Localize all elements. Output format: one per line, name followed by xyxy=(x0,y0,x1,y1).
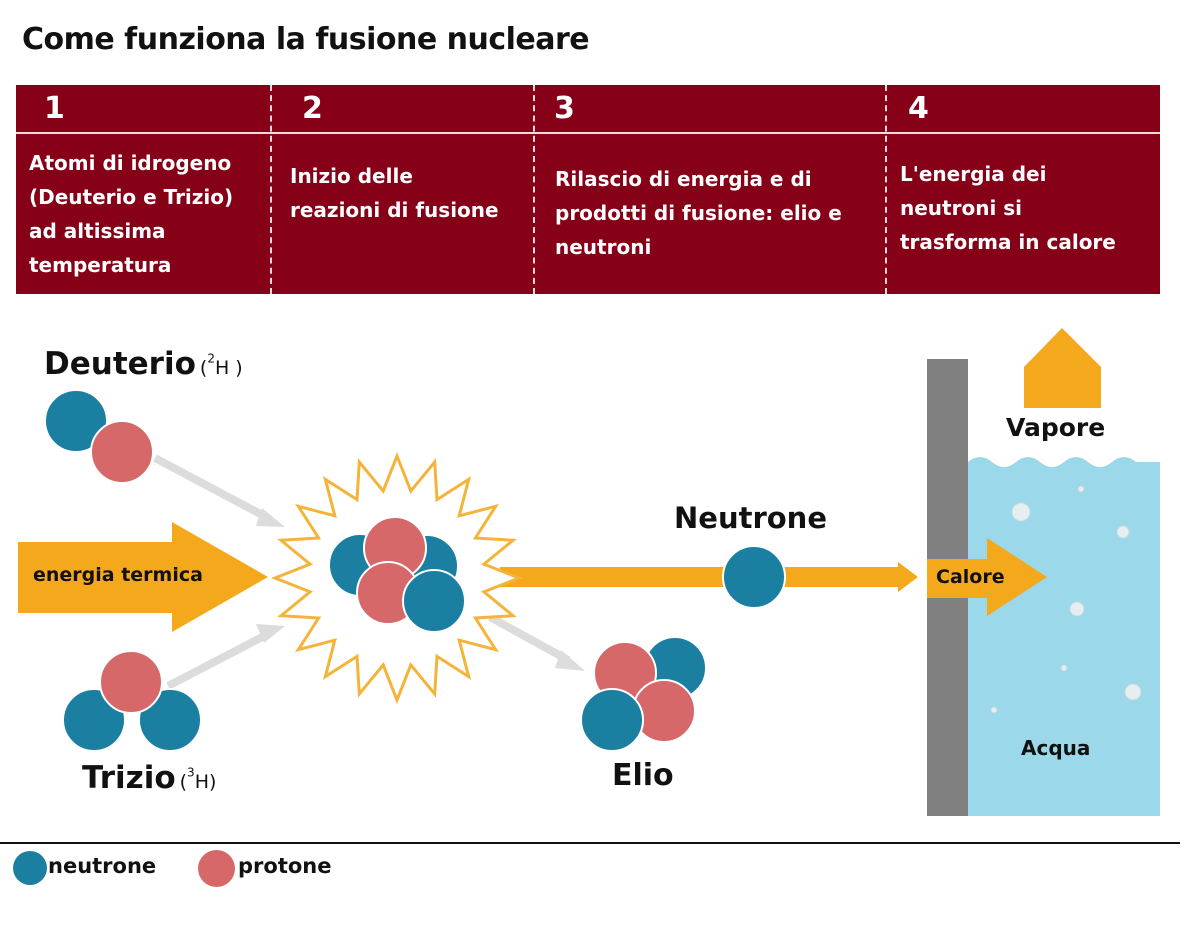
step-text-line: prodotti di fusione: elio e xyxy=(555,201,842,225)
neutron-label: Neutrone xyxy=(674,501,827,535)
helium-label: Elio xyxy=(612,758,674,793)
helium-arrowhead xyxy=(555,650,585,671)
fusion-neutron xyxy=(402,569,466,633)
step-text-line: Inizio delle xyxy=(290,164,413,188)
free-neutron xyxy=(722,545,786,609)
bubble xyxy=(1069,601,1085,617)
symbol-paren: ( xyxy=(199,357,208,379)
water-bubbles xyxy=(990,485,1142,714)
step-divider xyxy=(533,85,535,294)
bubble xyxy=(1077,485,1085,493)
step-text-line: trasforma in calore xyxy=(900,230,1116,254)
tritium-element: H xyxy=(194,771,209,793)
steam-label: Vapore xyxy=(1006,413,1106,442)
step-text-line: L'energia dei xyxy=(900,162,1047,186)
thermal-energy-label: energia termica xyxy=(33,564,203,586)
step-text-line: (Deuterio e Trizio) xyxy=(29,185,234,209)
step-4-number: 4 xyxy=(908,91,929,126)
tritium-mass: 3 xyxy=(187,765,195,780)
helium-arrow xyxy=(488,613,570,664)
step-2-number: 2 xyxy=(302,91,323,126)
step-text-line: temperatura xyxy=(29,253,172,277)
step-1-number: 1 xyxy=(44,91,65,126)
step-text-line: Rilascio di energia e di xyxy=(555,167,812,191)
neutron-beam-head xyxy=(898,562,918,592)
deuterium-arrowhead xyxy=(256,508,285,527)
legend-divider xyxy=(0,842,1180,844)
deuterium-proton xyxy=(90,420,154,484)
step-1-text: Atomi di idrogeno (Deuterio e Trizio) ad… xyxy=(29,146,233,282)
deuterium-element: H xyxy=(214,357,230,379)
tritium-neutron xyxy=(138,688,202,752)
tritium-arrow xyxy=(166,630,270,690)
steps-header-divider xyxy=(16,132,1160,134)
step-4-text: L'energia dei neutroni si trasforma in c… xyxy=(900,157,1116,259)
step-text-line: neutroni si xyxy=(900,196,1023,220)
deuterium-name: Deuterio xyxy=(44,346,196,382)
symbol-paren: ) xyxy=(235,357,243,379)
deuterium-arrow xyxy=(153,454,270,522)
symbol-paren: ( xyxy=(179,771,188,793)
bubble xyxy=(1011,502,1031,522)
step-text-line: ad altissima xyxy=(29,219,166,243)
tritium-name: Trizio xyxy=(82,760,176,796)
deuterium-neutron xyxy=(44,389,108,453)
step-3-text: Rilascio di energia e di prodotti di fus… xyxy=(555,162,842,264)
deuterium-mass: 2 xyxy=(207,351,215,366)
page-title: Come funziona la fusione nucleare xyxy=(22,22,590,57)
tritium-proton xyxy=(99,650,163,714)
tritium-arrowhead xyxy=(256,624,285,643)
helium-neutron xyxy=(580,688,644,752)
thermal-energy-arrow xyxy=(18,522,268,632)
step-divider xyxy=(885,85,887,294)
neutron-legend-icon xyxy=(13,851,47,885)
heat-arrow xyxy=(927,538,1047,616)
bubble xyxy=(1124,683,1142,701)
symbol-paren: ) xyxy=(208,771,217,793)
heat-label: Calore xyxy=(936,566,1005,588)
neutron-legend-label: neutrone xyxy=(48,854,157,878)
proton-legend-label: protone xyxy=(238,854,332,878)
bubble xyxy=(1060,664,1068,672)
bubble xyxy=(1116,525,1130,539)
neutron-beam xyxy=(500,567,902,587)
bubble xyxy=(990,706,998,714)
step-text-line: Atomi di idrogeno xyxy=(29,151,232,175)
steps-table: 1 2 3 4 Atomi di idrogeno (Deuterio e Tr… xyxy=(16,85,1160,294)
steam-arrow xyxy=(1024,328,1101,408)
deuterium-label: Deuterio(2H) xyxy=(44,346,243,382)
step-2-text: Inizio delle reazioni di fusione xyxy=(290,159,499,227)
step-divider xyxy=(270,85,272,294)
tritium-label: Trizio(3H) xyxy=(82,760,216,796)
step-text-line: neutroni xyxy=(555,235,652,259)
proton-legend-icon xyxy=(198,850,235,887)
gray-arrows xyxy=(153,454,585,690)
step-3-number: 3 xyxy=(554,91,575,126)
water-body xyxy=(968,457,1160,816)
water-label: Acqua xyxy=(1021,736,1091,760)
step-text-line: reazioni di fusione xyxy=(290,198,499,222)
